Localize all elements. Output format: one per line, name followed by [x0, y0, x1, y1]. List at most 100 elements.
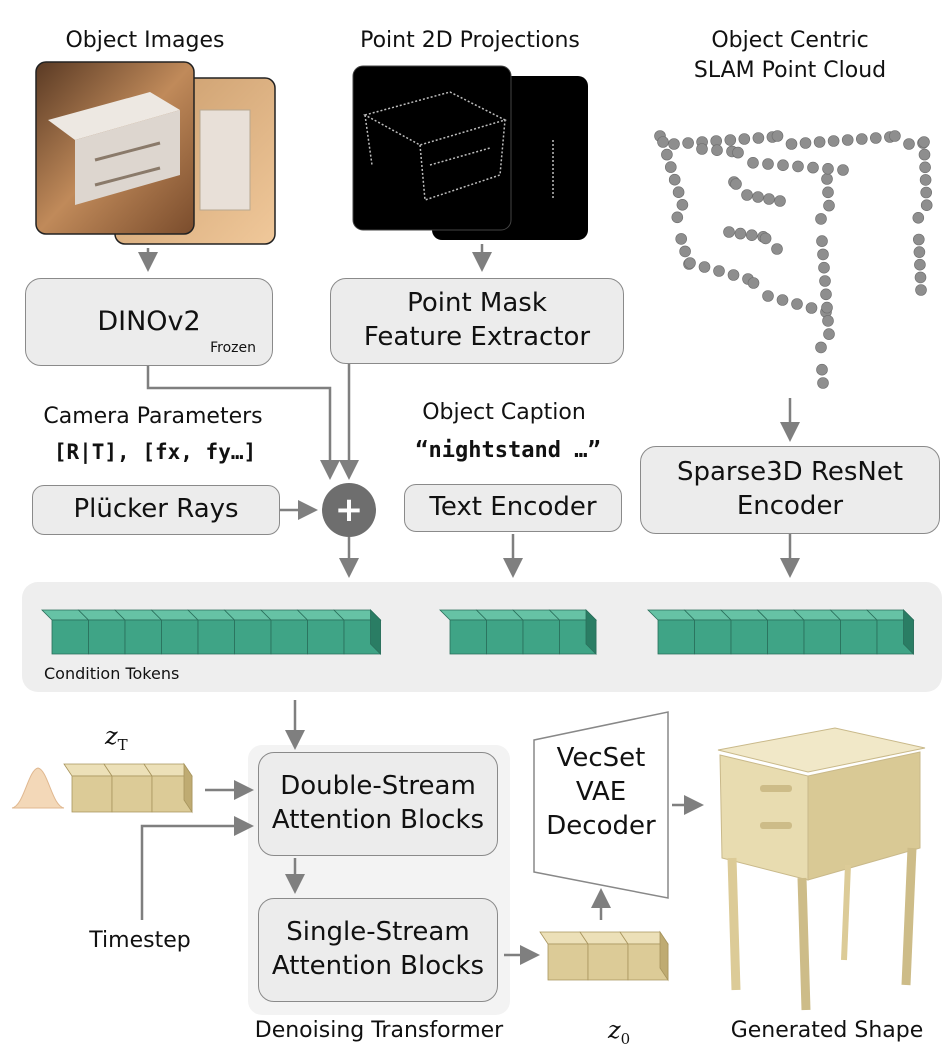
point-cloud-point [724, 134, 737, 146]
point-cloud-point [837, 164, 849, 176]
point-projections-label: Point 2D Projections [360, 28, 580, 53]
condition-token [793, 609, 842, 655]
point-cloud-point [918, 136, 930, 148]
condition-token-face [730, 619, 768, 655]
point-cloud-point [918, 148, 931, 161]
point-cloud-point [752, 132, 765, 144]
condition-token-face [51, 619, 89, 655]
condition-token-side [585, 609, 597, 655]
z-t-token-face [111, 775, 153, 813]
point-mask-line2: Feature Extractor [363, 322, 591, 352]
single-stream-box: Single-Stream Attention Blocks [258, 898, 498, 1002]
point-cloud-point [855, 133, 868, 145]
single-stream-line1: Single-Stream [286, 917, 470, 948]
point-cloud-point [762, 158, 774, 170]
point-mask-extractor-box: Point Mask Feature Extractor [330, 278, 624, 364]
timestep-label: Timestep [89, 928, 191, 953]
point-cloud-point [815, 213, 827, 225]
point-cloud-point [815, 341, 827, 354]
z-0-token [539, 931, 589, 981]
z-0-subscript: 0 [620, 1029, 631, 1048]
point-cloud-point [741, 189, 753, 201]
point-cloud-point [822, 315, 834, 327]
z-0-token-face [587, 943, 629, 981]
point-cloud-point [816, 235, 828, 247]
condition-token [548, 609, 597, 655]
condition-token [296, 609, 345, 655]
condition-token-side [903, 609, 914, 655]
point-cloud-point [823, 328, 835, 340]
point-cloud-point [732, 146, 744, 159]
z-t-token-side [183, 762, 193, 814]
point-cloud-point [799, 137, 812, 149]
point-cloud-point [752, 191, 764, 203]
point-cloud-point [822, 186, 834, 199]
camera-parameters-label: Camera Parameters [43, 404, 263, 429]
point-cloud-point [785, 138, 798, 150]
point-cloud-point [913, 246, 926, 258]
z-t-token [143, 762, 193, 814]
point-cloud-point [774, 195, 786, 207]
z-0-token [579, 931, 629, 981]
condition-token-face [234, 619, 272, 655]
point-cloud-point [759, 232, 772, 245]
point-cloud-point [747, 157, 759, 169]
point-cloud-point [827, 135, 840, 147]
point-cloud-point [657, 136, 669, 148]
condition-token [77, 609, 126, 655]
plus-symbol: + [335, 490, 364, 530]
point-cloud-point [777, 159, 789, 171]
point-cloud-point [816, 363, 828, 376]
object-images-photos [35, 61, 276, 245]
point-cloud-point [668, 138, 680, 150]
point-cloud-point [711, 144, 723, 156]
z-t-label: zT [105, 722, 128, 754]
dinov2-box: DINOv2 Frozen [25, 278, 273, 366]
point-cloud-point [869, 132, 882, 144]
condition-token-face [307, 619, 345, 655]
point-cloud-point [771, 130, 784, 142]
condition-token-face [694, 619, 732, 655]
point-cloud-point [912, 212, 925, 224]
point-cloud-point [805, 302, 818, 314]
point-cloud-point [672, 186, 685, 198]
point-cloud-point [679, 245, 691, 258]
point-cloud-point [903, 138, 915, 150]
point-cloud-point [820, 288, 832, 301]
point-cloud-point [914, 271, 927, 284]
denoising-transformer-label: Denoising Transformer [254, 1018, 504, 1043]
point-cloud-point [823, 199, 835, 212]
sparse3d-encoder-box: Sparse3D ResNet Encoder [640, 446, 940, 534]
point-cloud-point [915, 284, 927, 296]
point-projections-images [352, 65, 588, 240]
point-cloud-point [819, 275, 831, 287]
point-cloud-point [668, 173, 681, 186]
condition-token-face [486, 619, 524, 655]
dinov2-label: DINOv2 [97, 306, 201, 338]
point-cloud-point [920, 199, 933, 211]
condition-token [187, 609, 236, 655]
double-stream-line2: Attention Blocks [271, 805, 485, 835]
point-cloud-point [776, 294, 789, 306]
condition-token [829, 609, 878, 655]
point-cloud-point [696, 143, 708, 155]
object-images-label: Object Images [65, 28, 225, 53]
condition-token-face [449, 619, 487, 655]
condition-token [720, 609, 769, 655]
condition-token-face [124, 619, 162, 655]
point-cloud-label-line2: SLAM Point Cloud [693, 58, 887, 83]
vae-line1: VecSet [556, 743, 646, 773]
point-cloud-point [745, 229, 758, 241]
point-cloud-point [762, 290, 774, 302]
text-encoder-label: Text Encoder [429, 492, 597, 523]
point-cloud-point [914, 258, 926, 271]
point-cloud-point [792, 160, 804, 173]
z-t-subscript: T [117, 735, 128, 754]
condition-token-face [803, 619, 841, 655]
point-cloud-point [813, 136, 826, 148]
text-encoder-box: Text Encoder [404, 484, 622, 532]
condition-token-face [197, 619, 235, 655]
z-0-label: z0 [608, 1016, 630, 1048]
point-cloud-point [676, 199, 689, 211]
point-cloud-point [807, 161, 819, 174]
